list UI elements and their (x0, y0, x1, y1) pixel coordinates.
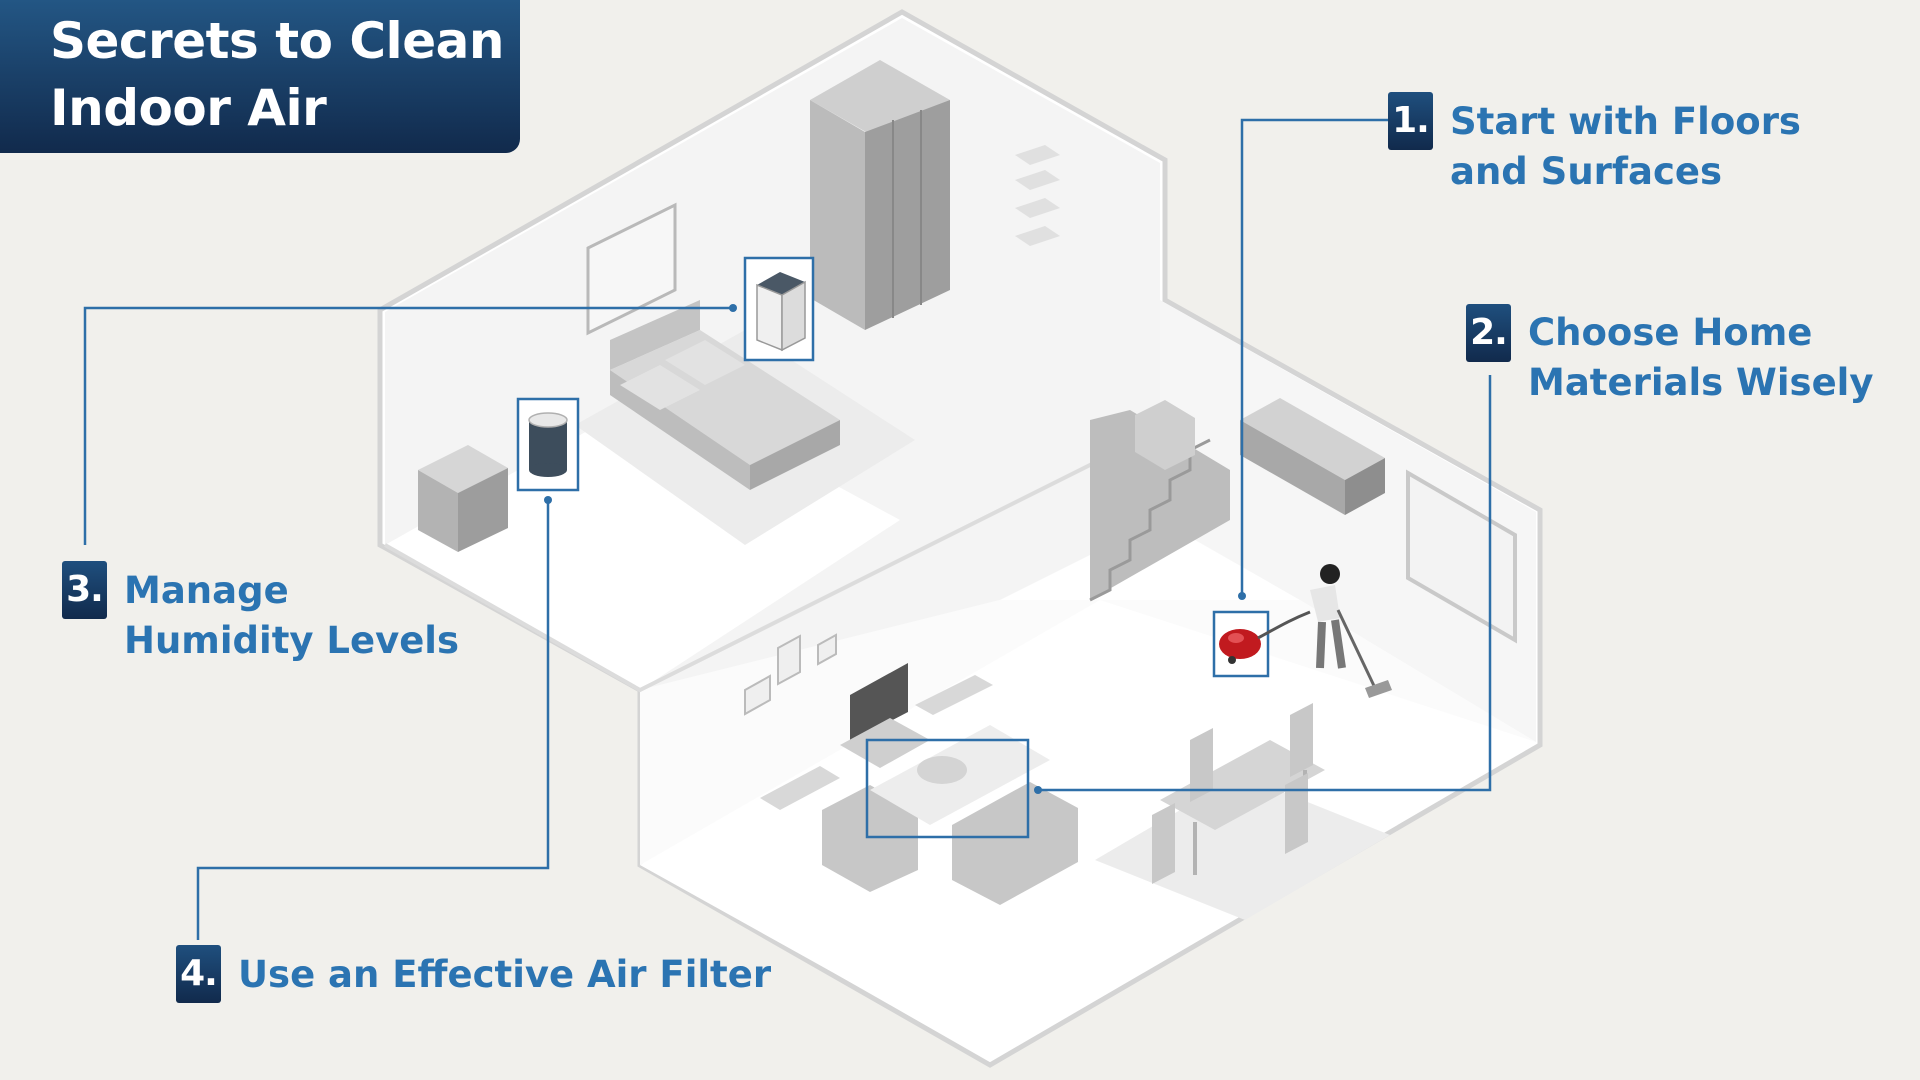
callout-line-4 (196, 500, 550, 940)
step-1-label: Start with Floors and Surfaces (1450, 97, 1801, 197)
step-2-line-1: Choose Home (1528, 311, 1813, 354)
step-3-label: Manage Humidity Levels (124, 566, 459, 666)
step-4-number: 4. (176, 945, 221, 1003)
step-2-line-2: Materials Wisely (1528, 361, 1874, 404)
upstairs-furniture (418, 60, 1060, 552)
callout-lines (83, 118, 1492, 940)
step-1-number: 1. (1388, 92, 1433, 150)
rug-highlight-icon (865, 738, 1030, 839)
callout-line-3 (83, 306, 733, 545)
step-4-line-1: Use an Effective Air Filter (238, 953, 772, 996)
staircase-and-cabinets (1089, 398, 1517, 644)
callout-line-2 (1038, 375, 1492, 792)
step-3-line-1: Manage (124, 569, 289, 612)
dehumidifier-icon (743, 256, 815, 362)
step-2-number: 2. (1466, 304, 1511, 362)
title-banner: Secrets to Clean Indoor Air (0, 0, 520, 153)
step-3-number: 3. (62, 561, 107, 619)
step-2-label: Choose Home Materials Wisely (1528, 308, 1873, 408)
step-1-line-1: Start with Floors (1450, 100, 1801, 143)
air-purifier-icon (516, 397, 580, 492)
step-3-line-2: Humidity Levels (124, 619, 459, 662)
vacuum-cleaner-icon (1212, 610, 1311, 678)
title-line-2: Indoor Air (50, 79, 327, 137)
page-title: Secrets to Clean Indoor Air (50, 8, 510, 142)
step-4-label: Use an Effective Air Filter (238, 950, 771, 1000)
living-room (744, 564, 1392, 920)
title-line-1: Secrets to Clean (50, 12, 504, 70)
step-1-line-2: and Surfaces (1450, 150, 1723, 193)
house-shell (377, 9, 1543, 1068)
callout-line-1 (1240, 118, 1388, 596)
